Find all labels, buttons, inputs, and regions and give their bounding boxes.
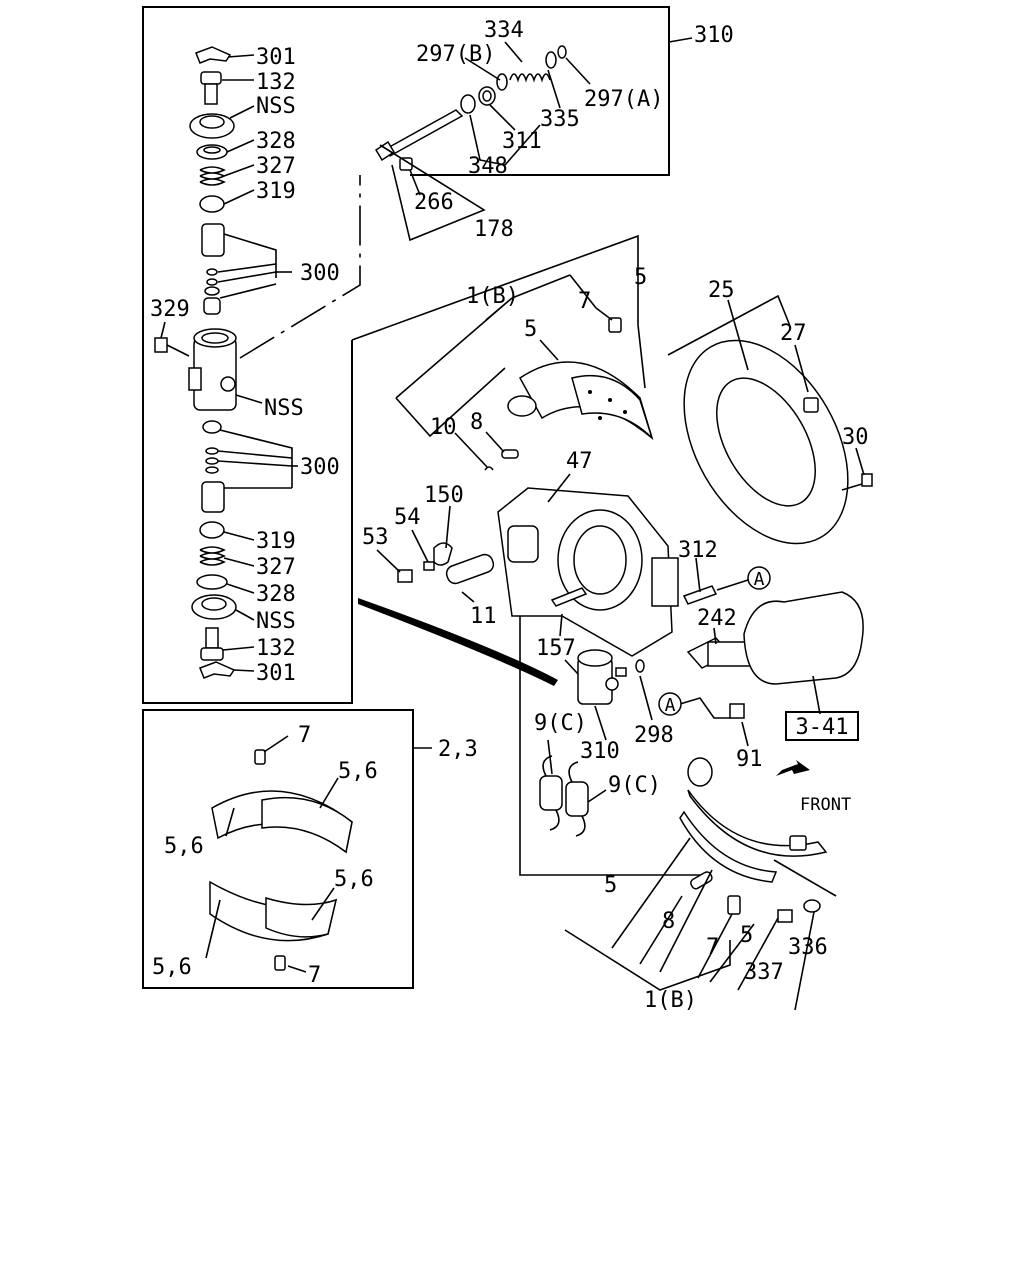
label-335: 335 — [540, 107, 580, 132]
label-5-lower-2: 5 — [740, 923, 753, 948]
callout-a-lower[interactable]: A — [658, 692, 682, 716]
label-328-bottom: 328 — [256, 582, 296, 607]
label-5-6-b: 5,6 — [164, 834, 204, 859]
dust-shield-leader-lines — [667, 294, 865, 491]
lower-wheel-cylinder — [577, 649, 645, 705]
brake-chamber-leader-lines — [679, 627, 821, 747]
label-328-top: 328 — [256, 129, 296, 154]
label-310-bottom: 310 — [580, 739, 620, 764]
label-1b-top: 1(B) — [466, 284, 519, 309]
label-327-bottom: 327 — [256, 555, 296, 580]
ref-page-label: 3-41 — [796, 715, 849, 740]
label-297b: 297(B) — [416, 42, 495, 67]
adjuster-pushrod-parts — [374, 45, 567, 171]
label-9c-lower: 9(C) — [608, 773, 661, 798]
main-assembly-outline — [351, 234, 700, 876]
anchor-bracket — [497, 487, 679, 657]
lining-kit-parts — [209, 749, 353, 971]
label-336: 336 — [788, 935, 828, 960]
label-327-top: 327 — [256, 154, 296, 179]
label-334: 334 — [484, 18, 524, 43]
wheel-cylinder-exploded-parts — [154, 46, 237, 679]
label-9c-upper: 9(C) — [534, 711, 587, 736]
front-label: FRONT — [800, 795, 851, 815]
label-27: 27 — [780, 321, 807, 346]
label-7-kit-bottom: 7 — [308, 963, 321, 988]
label-157: 157 — [536, 636, 576, 661]
ref-page-box[interactable] — [785, 711, 859, 741]
label-5-lower: 5 — [604, 873, 617, 898]
label-5-6-d: 5,6 — [152, 955, 192, 980]
anchor-bracket-parts — [397, 542, 718, 607]
label-310-top: 310 — [694, 23, 734, 48]
label-312: 312 — [678, 538, 718, 563]
lining-kit-leader-lines — [205, 735, 432, 973]
label-297a: 297(A) — [584, 87, 663, 112]
callout-a-lower-label: A — [665, 695, 676, 716]
lining-kit-frame — [142, 709, 414, 989]
label-178: 178 — [474, 217, 514, 242]
label-7-kit-top: 7 — [298, 723, 311, 748]
label-25: 25 — [708, 278, 735, 303]
anchor-bracket-leader-lines — [376, 473, 749, 637]
lower-cylinder-leader-lines — [358, 598, 653, 741]
front-arrow-icon — [776, 760, 810, 776]
dust-shield — [683, 339, 873, 545]
dashed-connector-upper — [239, 175, 361, 359]
lower-shoe-leader-lines — [564, 837, 837, 1011]
label-329: 329 — [150, 297, 190, 322]
part-number-labels: 301 132 NSS 328 327 319 300 329 NSS 300 … — [150, 18, 869, 1013]
label-2-3: 2,3 — [438, 737, 478, 762]
label-348: 348 — [468, 154, 508, 179]
label-301-top: 301 — [256, 45, 296, 70]
brake-chamber — [686, 591, 864, 719]
label-1b-bottom: 1(B) — [644, 988, 697, 1013]
adjuster-leader-lines — [379, 37, 693, 242]
label-7-top: 7 — [578, 289, 591, 314]
label-11: 11 — [470, 604, 497, 629]
label-319-top: 319 — [256, 179, 296, 204]
label-300-top: 300 — [300, 261, 340, 286]
label-5-shoe: 5 — [524, 317, 537, 342]
upper-brake-shoe — [484, 317, 654, 471]
label-300-bottom: 300 — [300, 455, 340, 480]
label-8-lower: 8 — [662, 909, 675, 934]
return-springs — [539, 739, 607, 837]
label-47: 47 — [566, 449, 593, 474]
label-8-top: 8 — [470, 410, 483, 435]
label-150: 150 — [424, 483, 464, 508]
upper-shoe-leader-lines — [395, 274, 646, 469]
label-132-top: 132 — [256, 70, 296, 95]
left-column-leader-lines — [160, 54, 298, 672]
label-5-6-c: 5,6 — [334, 867, 374, 892]
label-298: 298 — [634, 723, 674, 748]
label-54: 54 — [394, 505, 421, 530]
callout-a-upper-label: A — [754, 569, 765, 590]
label-91: 91 — [736, 747, 763, 772]
label-5-top: 5 — [634, 265, 647, 290]
label-nss-top: NSS — [256, 94, 296, 119]
label-132-bottom: 132 — [256, 636, 296, 661]
label-5-6-a: 5,6 — [338, 759, 378, 784]
label-nss-mid: NSS — [264, 396, 304, 421]
left-column-frame — [142, 6, 670, 704]
label-311: 311 — [502, 129, 542, 154]
label-301-bottom: 301 — [256, 661, 296, 686]
label-10: 10 — [430, 415, 457, 440]
label-30: 30 — [842, 425, 869, 450]
lower-brake-shoe — [679, 757, 828, 923]
label-337: 337 — [744, 960, 784, 985]
label-319-bottom: 319 — [256, 529, 296, 554]
label-266: 266 — [414, 190, 454, 215]
label-nss-bottom: NSS — [256, 609, 296, 634]
label-7-lower: 7 — [706, 935, 719, 960]
label-242: 242 — [697, 606, 737, 631]
label-53: 53 — [362, 525, 389, 550]
callout-a-upper[interactable]: A — [747, 566, 771, 590]
